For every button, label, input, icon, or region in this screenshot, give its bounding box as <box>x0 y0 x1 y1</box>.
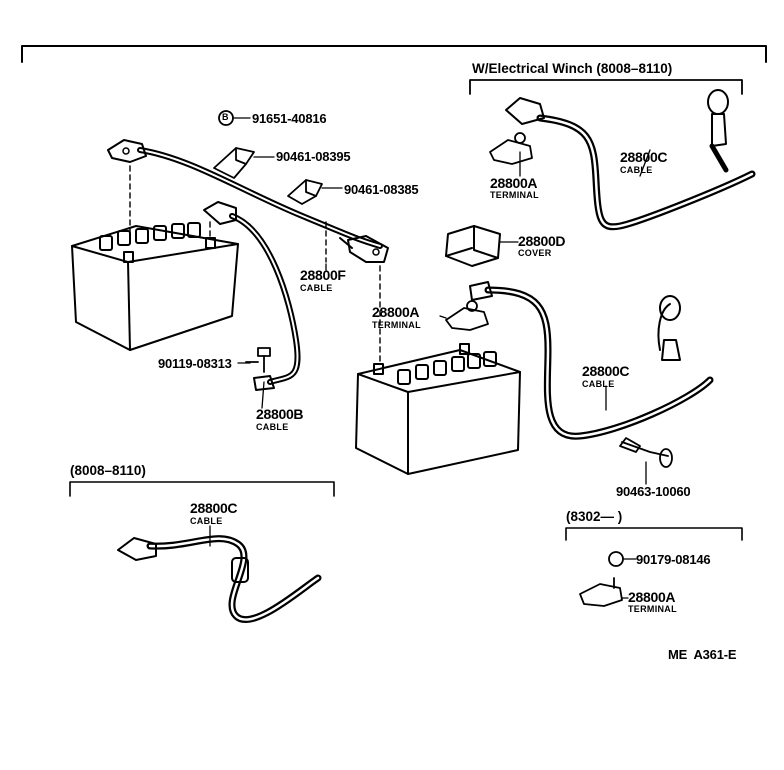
bolt-90119 <box>245 347 271 373</box>
winch-bracket <box>469 79 743 95</box>
terminal-28800A-low <box>579 577 623 607</box>
part-desc-28800F: CABLE <box>300 283 333 293</box>
part-label-28800B: 28800B <box>256 406 304 422</box>
part-label-90461-08385: 90461-08385 <box>344 182 419 197</box>
part-desc-28800B: CABLE <box>256 422 289 432</box>
part-desc-28800C-low: CABLE <box>190 516 223 526</box>
cable-28800C-low <box>117 535 322 623</box>
bolt-91651 <box>218 110 234 126</box>
terminal-28800A-mid <box>445 300 489 331</box>
diagram-code: ME A361-E <box>668 647 737 662</box>
part-label-91651-40816: 91651-40816 <box>252 111 327 126</box>
guide-lines-left <box>129 165 381 365</box>
part-desc-28800A-top: TERMINAL <box>490 190 539 200</box>
part-label-28800C-top: 28800C <box>620 149 668 165</box>
part-label-28800C-mid: 28800C <box>582 363 630 379</box>
lower-right-section-header: (8302— ) <box>566 509 623 524</box>
top-bracket <box>21 45 767 63</box>
part-desc-28800D: COVER <box>518 248 552 258</box>
lower-left-section-header: (8008–8110) <box>70 463 146 478</box>
part-label-28800F: 28800F <box>300 267 346 283</box>
part-desc-28800C-mid: CABLE <box>582 379 615 389</box>
terminal-28800A-top <box>489 132 533 165</box>
bolt-90463 <box>619 437 673 468</box>
part-label-28800A-mid: 28800A <box>372 304 420 320</box>
clamp-90461-08385 <box>287 179 323 205</box>
clamp-90461-08395 <box>213 147 255 179</box>
lower-left-bracket <box>69 481 335 497</box>
part-label-90461-08395: 90461-08395 <box>276 149 351 164</box>
middle-battery <box>355 343 521 475</box>
bolt-marker-label: B <box>222 112 229 122</box>
part-desc-28800A-mid: TERMINAL <box>372 320 421 330</box>
winch-section-header: W/Electrical Winch (8008–8110) <box>472 61 673 76</box>
part-label-90463-10060: 90463-10060 <box>616 484 691 499</box>
part-label-28800C-low: 28800C <box>190 500 238 516</box>
part-desc-28800C-top: CABLE <box>620 165 653 175</box>
part-label-90119-08313: 90119-08313 <box>158 356 232 371</box>
part-label-28800A-low: 28800A <box>628 589 676 605</box>
lower-right-bracket <box>565 527 743 541</box>
leader-lines <box>209 117 651 599</box>
part-label-28800D: 28800D <box>518 233 566 249</box>
cable-28800F <box>107 139 389 263</box>
left-battery <box>71 222 239 351</box>
part-label-90179-08146: 90179-08146 <box>636 552 711 567</box>
bolt-90179 <box>608 551 624 567</box>
cable-28800C-mid <box>469 281 714 440</box>
part-label-28800A-top: 28800A <box>490 175 538 191</box>
cable-28800B <box>203 201 301 391</box>
part-desc-28800A-low: TERMINAL <box>628 604 677 614</box>
cover-28800D <box>445 225 501 267</box>
cable-28800C-top <box>505 89 756 231</box>
